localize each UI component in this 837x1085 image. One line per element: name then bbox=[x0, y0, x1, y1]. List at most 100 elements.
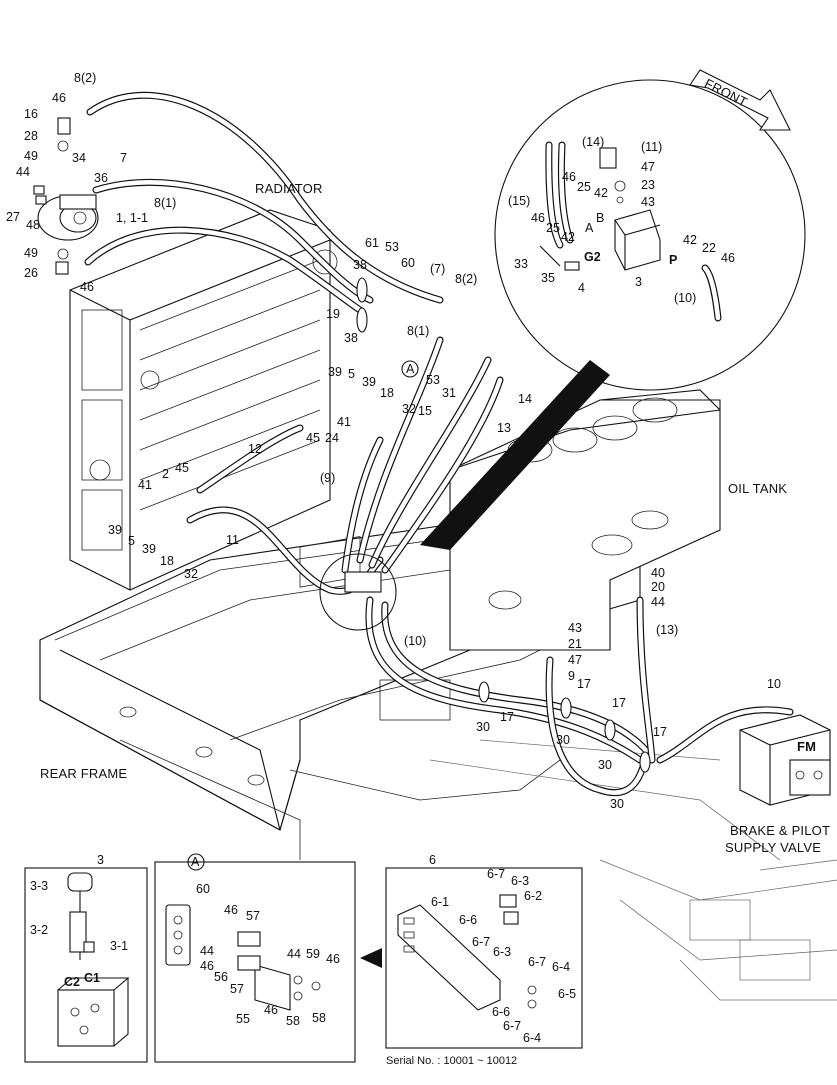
inset-a-label: 60 bbox=[196, 882, 210, 896]
inset-a-label: 46 bbox=[200, 959, 214, 973]
part-label: 49 bbox=[24, 149, 38, 163]
part-label: 45 bbox=[175, 461, 189, 475]
part-label: 46 bbox=[52, 91, 66, 105]
part-label: 31 bbox=[442, 386, 456, 400]
hose-lines bbox=[84, 91, 794, 797]
rear-frame-caption: REAR FRAME bbox=[40, 766, 127, 781]
part-label: 26 bbox=[24, 266, 38, 280]
inset-a-label: 58 bbox=[286, 1014, 300, 1028]
part-label: 17 bbox=[653, 725, 667, 739]
inset-a-title: A bbox=[191, 855, 200, 869]
part-label: 22 bbox=[702, 241, 716, 255]
part-label: 42 bbox=[683, 233, 697, 247]
part-label: 33 bbox=[514, 257, 528, 271]
inset-6-label: 6-7 bbox=[503, 1019, 521, 1033]
part-label: 3 bbox=[635, 275, 642, 289]
inset-6-label: 6-5 bbox=[558, 987, 576, 1001]
part-label: 39 bbox=[362, 375, 376, 389]
inset-pointer-triangle bbox=[360, 948, 382, 968]
inset-3-label: C1 bbox=[84, 971, 100, 985]
oil-tank bbox=[449, 389, 721, 651]
inset-a-label: 44 bbox=[287, 947, 301, 961]
part-label: 41 bbox=[337, 415, 351, 429]
detail-callout-circle bbox=[319, 79, 806, 631]
inset-a-label: 46 bbox=[224, 903, 238, 917]
part-label: 32 bbox=[402, 402, 416, 416]
part-label: (14) bbox=[582, 135, 604, 149]
part-label: 43 bbox=[568, 621, 582, 635]
part-label: 49 bbox=[24, 246, 38, 260]
part-label: 18 bbox=[160, 554, 174, 568]
part-label: 42 bbox=[594, 186, 608, 200]
part-label: A bbox=[585, 221, 594, 235]
part-label: 5 bbox=[348, 367, 355, 381]
inset-6-label: 6-7 bbox=[528, 955, 546, 969]
part-label: (13) bbox=[656, 623, 678, 637]
pump-assembly bbox=[33, 117, 99, 275]
inset-6-label: 6-7 bbox=[487, 867, 505, 881]
part-label: 45 bbox=[306, 431, 320, 445]
part-label: (15) bbox=[508, 194, 530, 208]
radiator-unit bbox=[69, 209, 338, 591]
part-label: 21 bbox=[568, 637, 582, 651]
part-label: 25 bbox=[546, 221, 560, 235]
part-label: 8(2) bbox=[455, 272, 477, 286]
inset-a-label: 46 bbox=[264, 1003, 278, 1017]
part-label: 14 bbox=[518, 392, 532, 406]
part-label: 30 bbox=[598, 758, 612, 772]
inset-6-label: 6-3 bbox=[493, 945, 511, 959]
part-label: 53 bbox=[426, 373, 440, 387]
part-label: 38 bbox=[353, 258, 367, 272]
part-label: 10 bbox=[767, 677, 781, 691]
inset-a-label: 57 bbox=[230, 982, 244, 996]
part-label: 46 bbox=[562, 170, 576, 184]
part-label: (7) bbox=[430, 262, 445, 276]
inset-3-label: 3-3 bbox=[30, 879, 48, 893]
part-label: 61 bbox=[365, 236, 379, 250]
part-label: 8(1) bbox=[407, 324, 429, 338]
part-label: 36 bbox=[94, 171, 108, 185]
part-label: 12 bbox=[248, 442, 262, 456]
part-label: 15 bbox=[418, 404, 432, 418]
oil-tank-caption: OIL TANK bbox=[728, 481, 787, 496]
part-label: 8(1) bbox=[154, 196, 176, 210]
part-label: 30 bbox=[556, 733, 570, 747]
part-label: 34 bbox=[72, 151, 86, 165]
part-label: 40 bbox=[651, 566, 665, 580]
part-label: G2 bbox=[584, 250, 601, 264]
part-label: 1, 1-1 bbox=[116, 211, 148, 225]
inset-6-detail: 6 6-7 6-3 6-2 6-1 6-6 6-7 6-3 6-7 6-4 6-… bbox=[385, 853, 583, 1049]
part-label: 23 bbox=[641, 178, 655, 192]
part-label: 30 bbox=[610, 797, 624, 811]
front-arrow: FRONT bbox=[689, 69, 791, 131]
inset-3-label: C2 bbox=[64, 975, 80, 989]
part-labels: 8(2) 46 16 28 49 34 7 36 44 48 27 1, 1-1… bbox=[6, 71, 781, 811]
part-label: 13 bbox=[497, 421, 511, 435]
part-label: 47 bbox=[641, 160, 655, 174]
inset-3-title: 3 bbox=[97, 853, 104, 867]
serial-number: Serial No. : 10001 ~ 10012 bbox=[386, 1055, 517, 1067]
part-label: 24 bbox=[325, 431, 339, 445]
inset-a-label: 55 bbox=[236, 1012, 250, 1026]
radiator-caption: RADIATOR bbox=[255, 181, 323, 196]
part-label: 46 bbox=[721, 251, 735, 265]
part-label: 11 bbox=[226, 533, 239, 547]
part-label: 42 bbox=[561, 230, 575, 244]
inset-6-label: 6-3 bbox=[511, 874, 529, 888]
part-label: (11) bbox=[641, 140, 662, 154]
part-label: 44 bbox=[16, 165, 30, 179]
inset-6-label: 6-1 bbox=[431, 895, 449, 909]
part-label: 16 bbox=[24, 107, 38, 121]
part-label: 28 bbox=[24, 129, 38, 143]
part-label: 39 bbox=[142, 542, 156, 556]
part-label: P bbox=[669, 253, 677, 267]
front-label: FRONT bbox=[702, 76, 750, 110]
inset-6-label: 6-7 bbox=[472, 935, 490, 949]
inset-3-label: 3-2 bbox=[30, 923, 48, 937]
inset-a-label: 46 bbox=[326, 952, 340, 966]
part-label: 4 bbox=[578, 281, 585, 295]
part-label: 44 bbox=[651, 595, 665, 609]
part-label: A bbox=[406, 362, 415, 376]
